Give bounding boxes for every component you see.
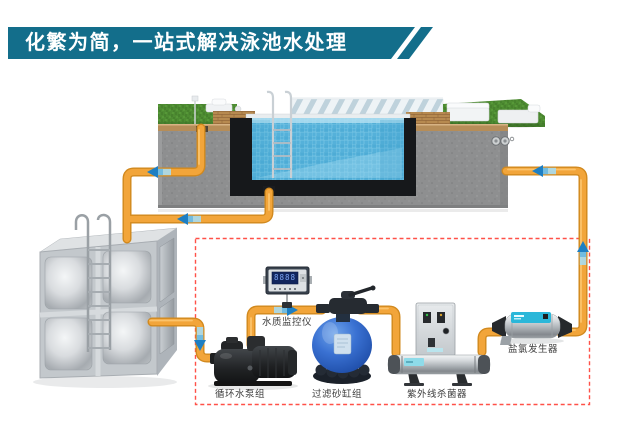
- concrete-cross-section: [158, 131, 508, 208]
- pool-ladder-icon: [266, 90, 293, 178]
- deck-right: [406, 112, 450, 127]
- uv-sterilizer: [387, 302, 491, 386]
- pool-shell: [230, 118, 416, 196]
- pergola-top-edge: [291, 97, 443, 100]
- lounger-icon: [191, 95, 242, 124]
- monitor-label: 水质监控仪: [261, 317, 313, 328]
- pool-scene: [158, 90, 545, 212]
- water-tank: [33, 213, 178, 388]
- page-title: 化繁为简，一站式解决泳池水处理: [25, 32, 348, 54]
- pool-water: [252, 118, 404, 180]
- tank-ladder-icon: [74, 213, 112, 352]
- water-quality-monitor: [263, 266, 312, 308]
- pump-label: 循环水泵组: [214, 389, 266, 400]
- wall-outlets-icon: [491, 136, 515, 146]
- uv-label: 紫外线杀菌器: [406, 389, 468, 400]
- circulation-pump: [208, 336, 298, 390]
- sand-filter: [312, 285, 379, 384]
- chlorinator-label: 盐氯发生器: [507, 344, 559, 355]
- monitor-screen-value: 8888: [273, 273, 297, 282]
- header-banner: 化繁为简，一站式解决泳池水处理: [8, 27, 415, 59]
- salt-chlorinator: [492, 312, 572, 345]
- filter-label: 过滤砂缸组: [311, 389, 363, 400]
- monitor-screen: [271, 271, 299, 285]
